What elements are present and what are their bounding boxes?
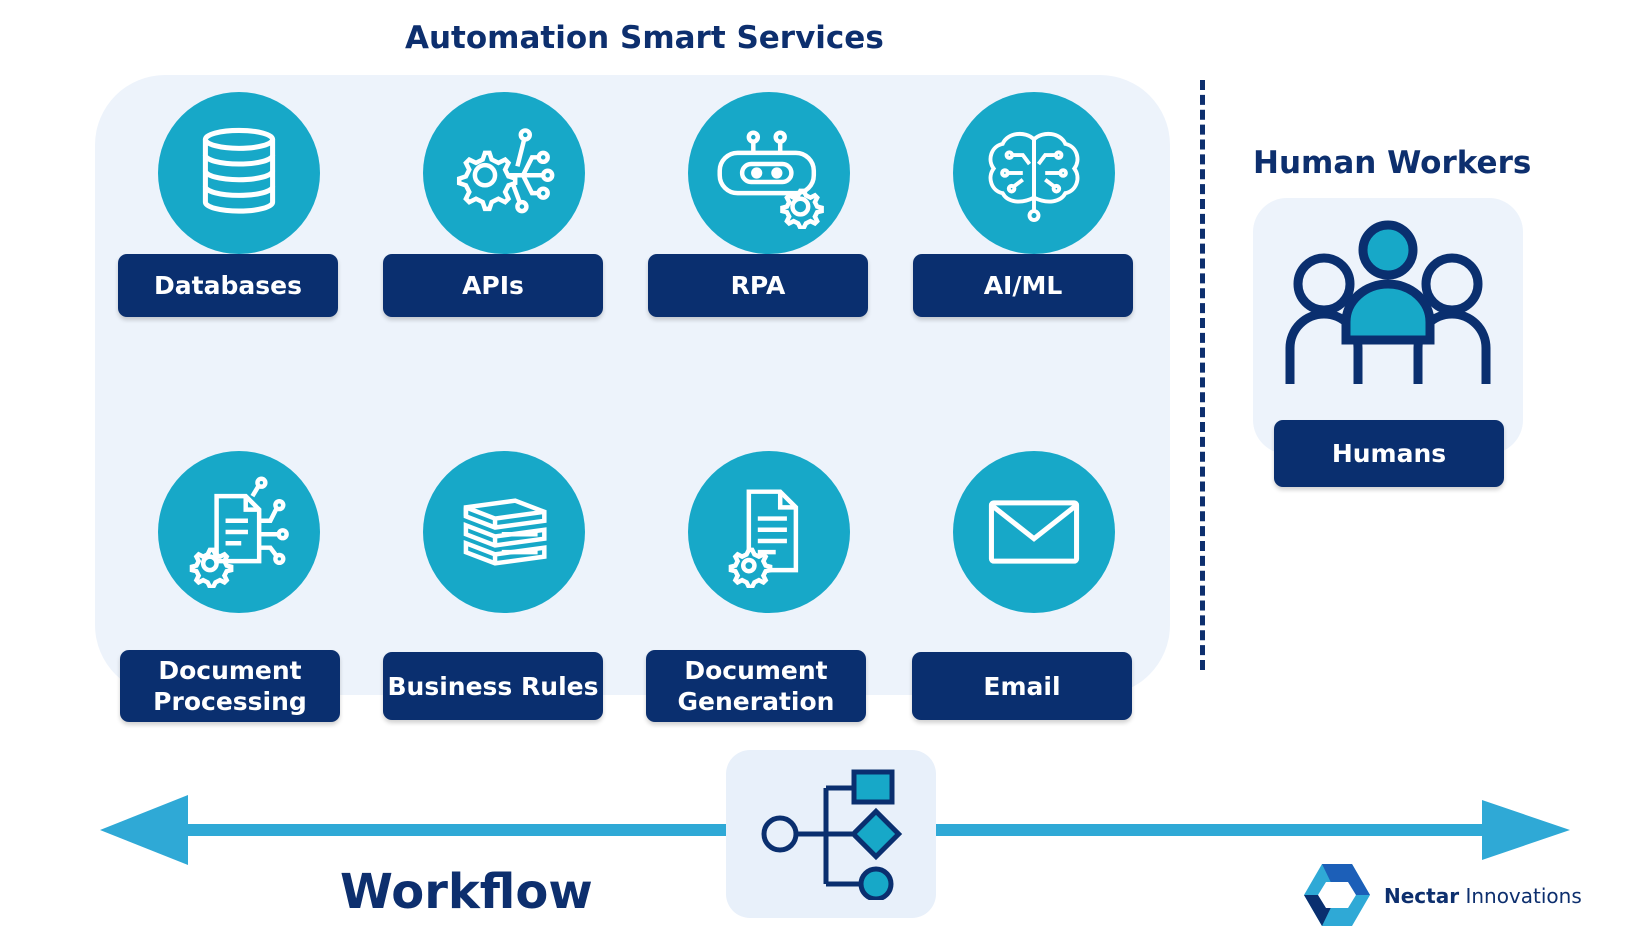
brand-name: Nectar Innovations: [1384, 884, 1582, 908]
document-generation-icon: [688, 451, 850, 613]
envelope-icon: [953, 451, 1115, 613]
brain-icon: [953, 92, 1115, 254]
service-label-document-processing: Document Processing: [120, 650, 340, 722]
section-divider: [1200, 80, 1205, 670]
label-line: Document: [684, 656, 828, 685]
service-label-ai-ml: AI/ML: [913, 254, 1133, 317]
label-line: Document: [158, 656, 302, 685]
service-label-databases: Databases: [118, 254, 338, 317]
label-line: Processing: [153, 687, 307, 716]
robot-icon: [688, 92, 850, 254]
humans-label: Humans: [1274, 420, 1504, 487]
brand-name-rest: Innovations: [1465, 884, 1582, 908]
api-gear-icon: [423, 92, 585, 254]
human-workers-title: Human Workers: [1253, 145, 1532, 181]
workflow-icon: [756, 768, 906, 902]
nectar-logo-icon: [1302, 862, 1372, 928]
database-icon: [158, 92, 320, 254]
label-line: Generation: [677, 687, 835, 716]
document-processing-icon: [158, 451, 320, 613]
workflow-arrow: [100, 795, 1570, 865]
service-label-email: Email: [912, 652, 1132, 720]
brand-name-bold: Nectar: [1384, 884, 1460, 908]
workflow-label: Workflow: [340, 864, 593, 920]
books-icon: [423, 451, 585, 613]
people-icon: [1280, 220, 1496, 400]
service-label-apis: APIs: [383, 254, 603, 317]
automation-title: Automation Smart Services: [405, 20, 884, 56]
service-label-document-generation: Document Generation: [646, 650, 866, 722]
service-label-rpa: RPA: [648, 254, 868, 317]
service-label-business-rules: Business Rules: [383, 652, 603, 720]
